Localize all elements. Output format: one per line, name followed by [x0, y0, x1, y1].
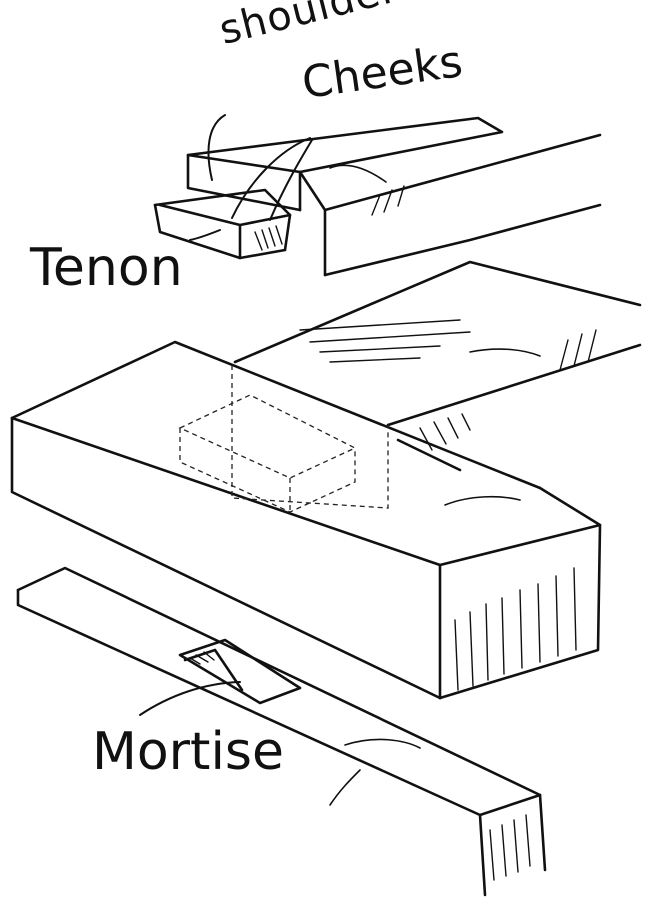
cheeks-leader-2 [269, 139, 313, 221]
leader-lines [139, 114, 313, 716]
mortise-label: Mortise [92, 722, 284, 782]
mortise-board [16, 566, 547, 897]
tenon-label: Tenon [30, 238, 183, 298]
tenon-leader [189, 229, 221, 241]
shoulders-leader [207, 114, 226, 181]
tenon-rail [153, 116, 602, 277]
joined-block [10, 260, 642, 700]
mortise-leader [139, 681, 241, 716]
cheeks-leader-1 [231, 137, 311, 219]
